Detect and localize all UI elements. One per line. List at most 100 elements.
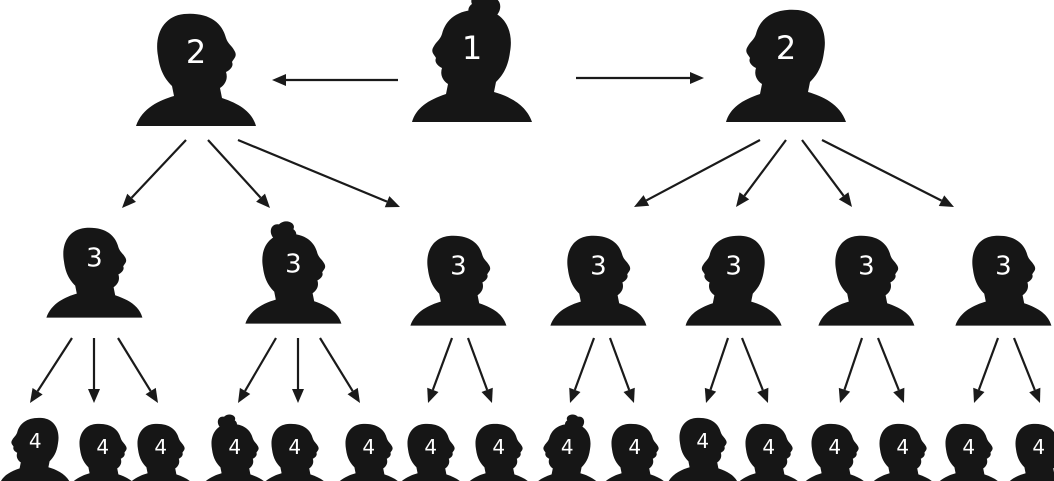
edge-arrow-19 (704, 337, 730, 403)
silhouette-head-icon (605, 423, 664, 481)
arrow-line (608, 337, 631, 391)
person-node-level-3 (685, 235, 782, 326)
person-node-level-4 (401, 423, 460, 481)
person-node-level-4 (805, 423, 864, 481)
silhouette-head-icon (873, 423, 932, 481)
silhouette-head-icon (410, 235, 507, 326)
edge-arrow-10 (88, 338, 100, 403)
person-node-level-4 (873, 423, 932, 481)
arrow-line (876, 337, 900, 391)
arrow-line (843, 337, 864, 391)
generation-number: 3 (450, 251, 467, 281)
edge-arrow-16 (466, 337, 493, 403)
silhouette-head-icon (538, 423, 597, 481)
edge-arrow-5 (634, 139, 761, 207)
person-node-level-3 (818, 235, 915, 326)
generation-number: 3 (995, 251, 1012, 281)
person-node-level-4 (538, 414, 597, 481)
generation-number: 4 (228, 435, 241, 459)
arrow-line (130, 139, 187, 199)
edge-arrow-11 (117, 337, 158, 403)
edge-arrow-0 (272, 74, 398, 86)
arrow-line (244, 337, 277, 392)
edge-arrow-20 (740, 337, 769, 403)
arrow-head (704, 387, 717, 403)
generation-number: 4 (96, 435, 109, 459)
silhouette-head-icon (265, 423, 324, 481)
person-node-level-3 (955, 235, 1052, 326)
silhouette-head-icon (412, 9, 532, 123)
arrow-head (88, 389, 100, 403)
arrow-line (573, 337, 596, 391)
arrow-line (709, 337, 730, 391)
generation-number: 2 (186, 33, 206, 71)
person-node-level-3 (245, 221, 342, 324)
person-node-level-4 (131, 423, 190, 481)
silhouette-head-icon (245, 233, 342, 324)
edge-arrow-6 (736, 139, 787, 207)
hair-bun-icon (270, 221, 297, 241)
edge-arrow-1 (576, 72, 704, 84)
generation-number: 3 (858, 251, 875, 281)
arrow-line (801, 139, 845, 197)
person-node-level-4 (205, 414, 264, 481)
arrow-line (207, 139, 262, 199)
generation-number: 1 (462, 29, 482, 67)
arrow-line (36, 337, 73, 392)
person-node-level-4 (1009, 423, 1054, 481)
generation-number: 4 (492, 435, 505, 459)
arrow-head (893, 387, 905, 403)
edge-arrow-9 (30, 337, 73, 403)
edge-arrow-17 (569, 337, 596, 403)
silhouette-head-icon (339, 423, 398, 481)
edge-arrow-21 (838, 337, 864, 403)
arrow-head (30, 387, 43, 403)
generation-number: 4 (1032, 435, 1045, 459)
generation-number: 4 (762, 435, 775, 459)
silhouette-head-icon (726, 9, 846, 123)
silhouette-head-icon (401, 423, 460, 481)
silhouette-head-icon (818, 235, 915, 326)
arrow-line (645, 139, 761, 202)
person-node-level-2 (136, 13, 256, 127)
person-node-level-4 (265, 423, 324, 481)
silhouette-head-icon (73, 423, 132, 481)
silhouette-head-icon (469, 423, 528, 481)
silhouette-head-icon (939, 423, 998, 481)
generation-number: 4 (362, 435, 375, 459)
arrow-head (481, 387, 493, 403)
edge-arrow-12 (238, 337, 277, 403)
generation-number: 4 (154, 435, 167, 459)
generation-number: 2 (776, 29, 796, 67)
person-node-level-3 (550, 235, 647, 326)
arrow-head (634, 195, 650, 207)
arrow-line (237, 138, 388, 203)
edge-arrow-2 (122, 139, 187, 208)
silhouette-head-icon (131, 423, 190, 481)
person-node-level-1 (412, 0, 532, 123)
arrow-head (122, 193, 136, 208)
generation-number: 4 (896, 435, 909, 459)
generation-number: 3 (86, 243, 103, 273)
generation-number: 4 (962, 435, 975, 459)
arrow-line (821, 139, 943, 202)
arrow-head (838, 387, 851, 403)
silhouette-head-icon (955, 235, 1052, 326)
silhouette-head-icon (805, 423, 864, 481)
arrow-head (145, 387, 158, 403)
silhouette-head-icon (46, 227, 143, 318)
generation-number: 4 (828, 435, 841, 459)
silhouette-head-icon (550, 235, 647, 326)
silhouette-head-icon (739, 423, 798, 481)
person-node-level-3 (46, 227, 143, 318)
generation-number: 4 (628, 435, 641, 459)
generation-number: 3 (590, 251, 607, 281)
silhouette-head-icon (668, 417, 737, 481)
arrow-line (743, 139, 787, 197)
silhouette-head-icon (205, 423, 264, 481)
generation-number: 4 (29, 429, 42, 453)
edge-arrow-8 (821, 139, 954, 207)
edge-arrow-13 (292, 338, 304, 403)
